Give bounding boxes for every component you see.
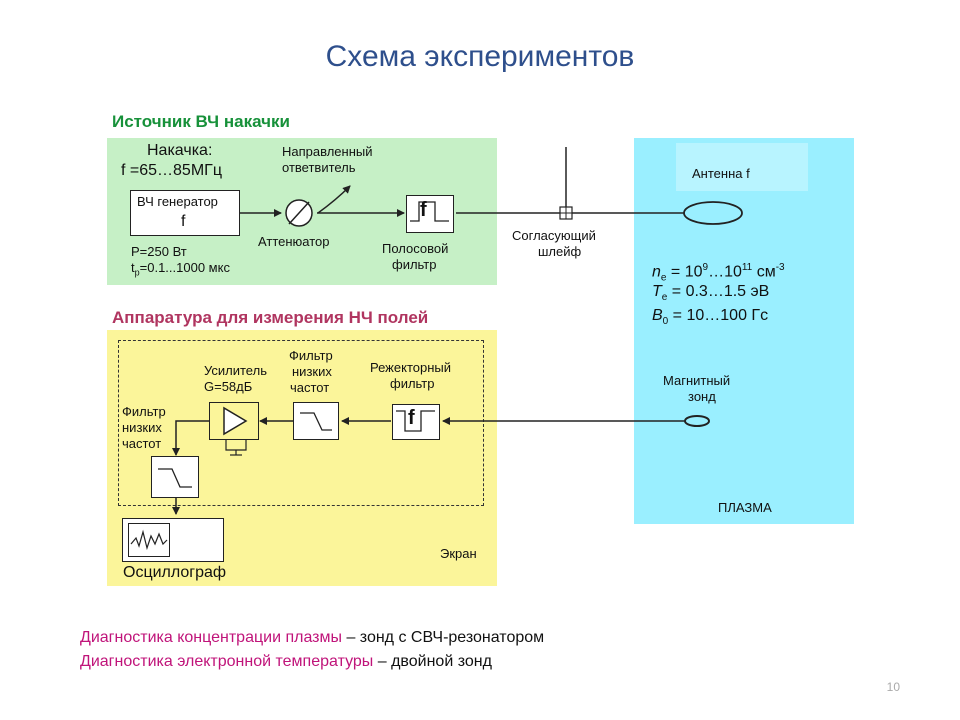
lf-equipment-label: Аппаратура для измерения НЧ полей <box>112 308 429 327</box>
rf-generator-block: ВЧ генератор f <box>130 190 240 236</box>
bandpass-filter-block: f <box>406 195 454 233</box>
antenna-label: Антенна f <box>692 166 750 181</box>
lowpass-filter-2-icon <box>158 468 192 488</box>
lowpass2-label-2: низких <box>122 420 162 435</box>
probe-label-2: зонд <box>688 389 716 404</box>
param-te: Te = 0.3…1.5 эВ <box>652 283 770 304</box>
amplifier-block <box>209 402 259 440</box>
rf-generator-f: f <box>181 213 186 230</box>
oscillograph-block <box>122 518 224 562</box>
notch-filter-f: f <box>408 407 415 429</box>
param-ne: ne = 109…1011 см-3 <box>652 262 785 284</box>
lf-chain-dashed-frame <box>118 340 484 506</box>
lowpass2-label-3: частот <box>122 436 162 451</box>
page-number: 10 <box>886 680 900 694</box>
plasma-label: ПЛАЗМА <box>718 500 772 515</box>
rf-pulse-duration: tp=0.1...1000 мкс <box>131 260 230 278</box>
waveform-icon <box>130 529 168 551</box>
attenuator-label: Аттенюатор <box>258 234 330 249</box>
amplifier-label-1: Усилитель <box>204 363 267 378</box>
pump-frequency: f =65…85МГц <box>121 162 222 179</box>
pump-label: Накачка: <box>147 142 213 159</box>
lowpass1-label-3: частот <box>290 380 330 395</box>
antenna-label-box <box>676 143 808 191</box>
coupler-label-1: Направленный <box>282 144 373 159</box>
bandpass-filter-icon <box>410 201 449 222</box>
notch-label-1: Режекторный <box>370 360 451 375</box>
oscillograph-screen <box>128 523 170 557</box>
rf-power: P=250 Вт <box>131 244 187 259</box>
param-b0: B0 = 10…100 Гс <box>652 307 769 328</box>
lowpass-filter-1-icon <box>300 412 332 431</box>
coupler-label-2: ответвитель <box>282 160 356 175</box>
wire-amplifier-lowpass2 <box>172 420 209 456</box>
lowpass1-label-2: низких <box>292 364 332 379</box>
note-temperature: Диагностика электронной температуры – дв… <box>80 653 492 670</box>
screen-label: Экран <box>440 546 477 561</box>
lowpass2-label-1: Фильтр <box>122 404 166 419</box>
amplifier-triangle <box>223 406 248 436</box>
rf-source-label: Источник ВЧ накачки <box>112 112 290 131</box>
matching-stub-label-1: Согласующий <box>512 228 596 243</box>
lowpass-filter-2-block <box>151 456 199 498</box>
probe-label-1: Магнитный <box>663 373 731 388</box>
coupler-arrow <box>317 185 351 214</box>
bandpass-filter-f: f <box>420 199 427 221</box>
bandpass-label-1: Полосовой <box>382 241 449 256</box>
oscillograph-label: Осциллограф <box>123 564 227 581</box>
bandpass-label-2: фильтр <box>392 257 437 272</box>
page-title: Схема экспериментов <box>325 40 635 73</box>
matching-stub-label-2: шлейф <box>538 244 582 259</box>
lowpass-filter-1-block <box>293 402 339 440</box>
notch-label-2: фильтр <box>390 376 435 391</box>
magnetic-probe-loop <box>684 415 710 427</box>
amplifier-gain: G=58дБ <box>204 379 253 394</box>
notch-filter-block: f <box>392 404 440 440</box>
rf-generator-label: ВЧ генератор <box>137 194 218 209</box>
plasma-panel <box>634 138 854 524</box>
lowpass1-label-1: Фильтр <box>289 348 333 363</box>
notch-filter-icon <box>396 410 435 432</box>
note-concentration: Диагностика концентрации плазмы – зонд с… <box>80 629 545 646</box>
antenna-loop <box>683 201 743 225</box>
